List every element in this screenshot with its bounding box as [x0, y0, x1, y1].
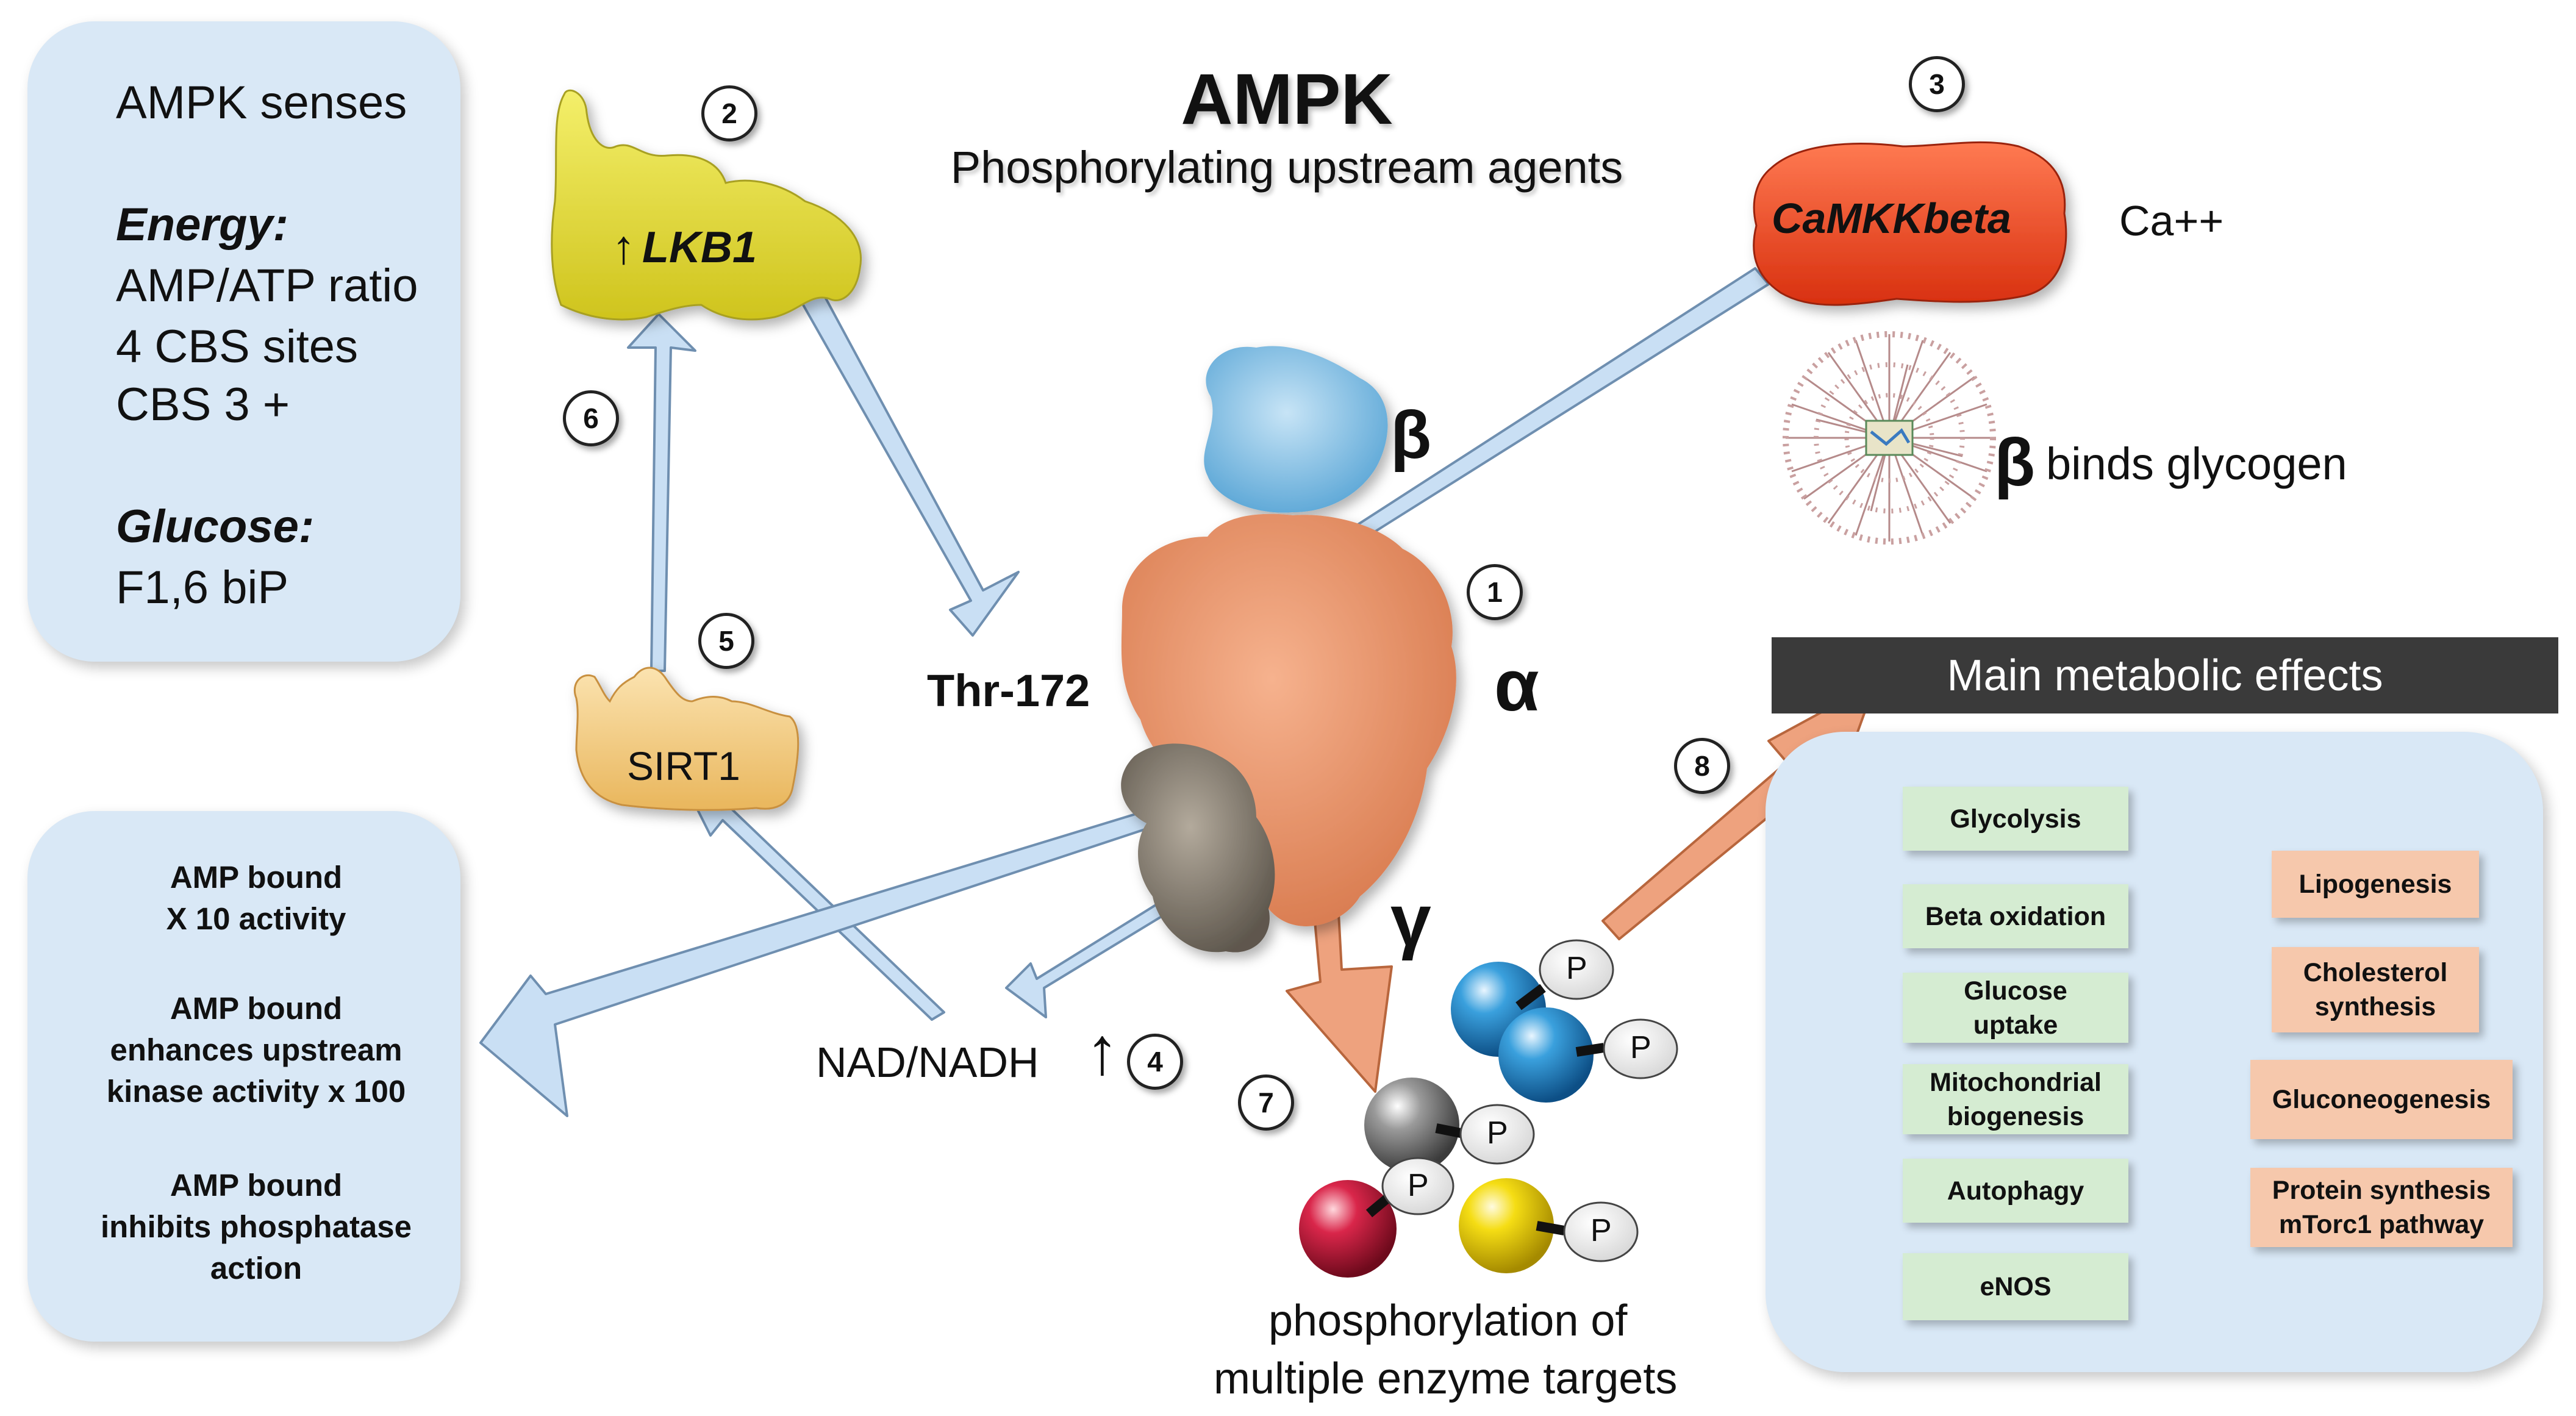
thr172-label: Thr-172	[927, 665, 1090, 716]
senses-heading: AMPK senses	[116, 77, 407, 129]
badge-6: 6	[563, 390, 619, 446]
lkb1-to-thr172-arrow	[792, 274, 1020, 637]
effect-inhibited-protein-synthesis: Protein synthesis mTorc1 pathway	[2250, 1168, 2513, 1247]
nad-up-arrow-icon: ↑	[1086, 1014, 1119, 1089]
nad-label: NAD/NADH	[816, 1039, 1039, 1086]
sirt1-shape	[573, 667, 800, 811]
badge-4: 4	[1127, 1034, 1183, 1090]
badge-1: 1	[1467, 564, 1523, 620]
effect-activated-glycolysis: Glycolysis	[1903, 787, 2128, 851]
alpha-subunit	[1121, 513, 1456, 926]
phosphate-label: P	[1487, 1115, 1508, 1151]
lkb1-shape	[551, 89, 862, 321]
effect-inhibited-lipogenesis: Lipogenesis	[2272, 851, 2479, 918]
badge-2: 2	[701, 85, 757, 141]
glucose-label: Glucose:	[116, 501, 315, 552]
glycogen-icon	[1783, 331, 1996, 545]
page-subtitle: Phosphorylating upstream agents	[950, 142, 1623, 193]
phospho-sphere-icon	[1299, 939, 1678, 1278]
beta-subunit-label: β	[1390, 398, 1432, 473]
phosphate-label: P	[1590, 1213, 1612, 1248]
effect-inhibited-cholesterol-synthesis: Cholesterol synthesis	[2272, 947, 2479, 1032]
lkb1-label: LKB1	[642, 223, 757, 272]
effect-activated-autophagy: Autophagy	[1903, 1159, 2128, 1223]
energy-label: Energy:	[116, 199, 288, 251]
camkk-shape	[1753, 141, 2067, 306]
amp-bound-item: AMP bound inhibits phosphatase action	[100, 1168, 412, 1285]
badge-7: 7	[1238, 1075, 1294, 1131]
gamma-to-amp-panel-arrow	[479, 795, 1201, 1117]
energy-line: AMP/ATP ratio	[116, 260, 418, 312]
amp-bound-item: AMP bound enhances upstream kinase activ…	[106, 991, 406, 1109]
senses-panel: AMPK senses Energy: AMP/ATP ratio 4 CBS …	[27, 21, 460, 662]
gamma-subunit	[1121, 743, 1275, 953]
phosphate-label: P	[1408, 1168, 1429, 1203]
beta-subunit	[1204, 346, 1388, 513]
effect-inhibited-gluconeogenesis: Gluconeogenesis	[2250, 1060, 2513, 1139]
binds-glycogen-label: binds glycogen	[2046, 438, 2347, 489]
lkb1-arrow-icon: ↑	[612, 220, 635, 274]
alpha-subunit-label: α	[1494, 645, 1539, 726]
calcium-label: Ca++	[2119, 197, 2224, 245]
ampk-complex	[1121, 346, 1456, 953]
phosphorylation-label: phosphorylation of	[1268, 1296, 1628, 1345]
gamma-subunit-label: γ	[1390, 879, 1431, 961]
badge-5: 5	[698, 613, 754, 669]
phosphorylation-label: multiple enzyme targets	[1214, 1354, 1678, 1403]
page-title: AMPK	[1181, 59, 1393, 140]
activation-arrows	[479, 267, 1770, 1117]
badge-3: 3	[1909, 56, 1965, 112]
sirt1-to-lkb1-arrow	[627, 313, 696, 672]
effect-activated-mitochondrial-biogenesis: Mitochondrial biogenesis	[1903, 1064, 2128, 1134]
energy-line: CBS 3 +	[116, 379, 290, 431]
beta-glycogen-symbol: β	[1994, 425, 2036, 500]
phosphate-label: P	[1630, 1030, 1651, 1065]
phosphate-label: P	[1566, 951, 1587, 986]
effect-activated-beta-oxidation: Beta oxidation	[1903, 884, 2128, 948]
badge-8: 8	[1674, 738, 1730, 794]
glucose-line: F1,6 biP	[116, 562, 289, 613]
effects-panel	[1766, 732, 2543, 1372]
camkk-label: CaMKKbeta	[1772, 195, 2011, 242]
effect-activated-enos: eNOS	[1903, 1253, 2128, 1320]
effect-activated-glucose-uptake: Glucose uptake	[1903, 973, 2128, 1043]
amp-bound-panel: AMP bound X 10 activity AMP bound enhanc…	[27, 811, 460, 1342]
amp-bound-item: AMP bound X 10 activity	[166, 860, 346, 936]
effects-header: Main metabolic effects	[1772, 637, 2558, 713]
energy-line: 4 CBS sites	[116, 321, 359, 373]
sirt1-label: SIRT1	[627, 743, 740, 788]
